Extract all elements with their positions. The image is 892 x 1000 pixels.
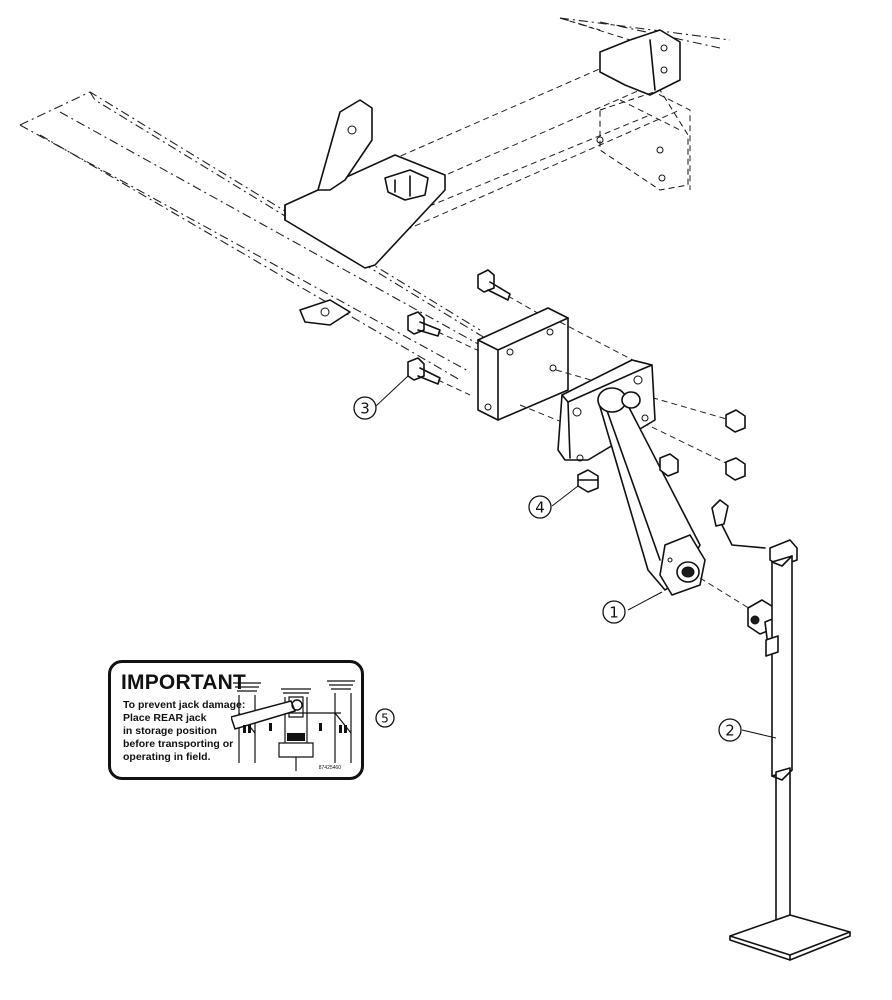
callout-4-label: 4 bbox=[535, 499, 545, 517]
decal-line: operating in field. bbox=[123, 751, 211, 763]
nut-right-lower bbox=[725, 457, 746, 481]
decal-illustration bbox=[231, 680, 355, 771]
bolt-lower bbox=[407, 357, 471, 396]
decal-line: before transporting or bbox=[123, 738, 234, 750]
decal-title: IMPORTANT bbox=[121, 671, 247, 694]
callout-5: 5 bbox=[375, 708, 395, 728]
callout-2-label: 2 bbox=[725, 722, 735, 740]
nut-lower-left bbox=[577, 469, 599, 493]
jack-assembly bbox=[711, 499, 851, 961]
callout-4: 4 bbox=[528, 495, 552, 519]
jack-mount-bracket bbox=[557, 359, 761, 616]
upper-right-bracket bbox=[559, 17, 689, 191]
decal-line: in storage position bbox=[123, 725, 217, 737]
callout-3-label: 3 bbox=[360, 400, 370, 418]
callout-2: 2 bbox=[718, 718, 742, 742]
callout-1: 1 bbox=[602, 600, 626, 624]
nut-right-upper bbox=[725, 409, 746, 433]
decal-part-number: 87425460 bbox=[318, 765, 341, 771]
decal-line: To prevent jack damage: bbox=[123, 699, 246, 711]
nut-center bbox=[659, 453, 679, 477]
frame-mount-plate bbox=[284, 99, 446, 326]
callout-3: 3 bbox=[353, 396, 377, 420]
callout-5-label: 5 bbox=[381, 712, 389, 726]
callout-1-label: 1 bbox=[609, 604, 619, 622]
important-decal: IMPORTANT To prevent jack damage: Place … bbox=[108, 660, 364, 780]
bolt-middle bbox=[407, 311, 489, 356]
decal-line: Place REAR jack bbox=[123, 712, 207, 724]
leader-lines bbox=[375, 375, 777, 739]
